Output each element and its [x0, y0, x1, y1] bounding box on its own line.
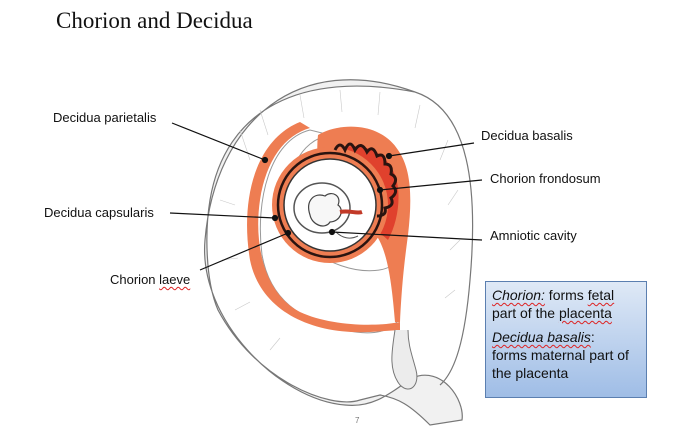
note-decidua-basalis: Decidua basalis:forms maternal part of t…: [492, 329, 629, 381]
cervix: [391, 329, 418, 390]
slide-title: Chorion and Decidua: [56, 8, 253, 33]
uterine-wall: [204, 79, 463, 426]
slide-number: 7: [355, 416, 360, 425]
chorion-frondosum-villi: [333, 142, 398, 218]
embryo: [308, 193, 342, 227]
note-chorion: Chorion: forms fetal part of the placent…: [492, 287, 615, 321]
info-note-box: Chorion: forms fetal part of the placent…: [485, 281, 647, 398]
label-amniotic-cavity: Amniotic cavity: [490, 228, 577, 243]
label-chorion-laeve: Chorion laeve: [110, 272, 191, 287]
label-decidua-parietalis: Decidua parietalis: [53, 110, 157, 125]
label-chorion-frondosum: Chorion frondosum: [490, 171, 601, 186]
label-decidua-basalis: Decidua basalis: [481, 128, 573, 143]
label-decidua-capsularis: Decidua capsularis: [44, 205, 154, 220]
